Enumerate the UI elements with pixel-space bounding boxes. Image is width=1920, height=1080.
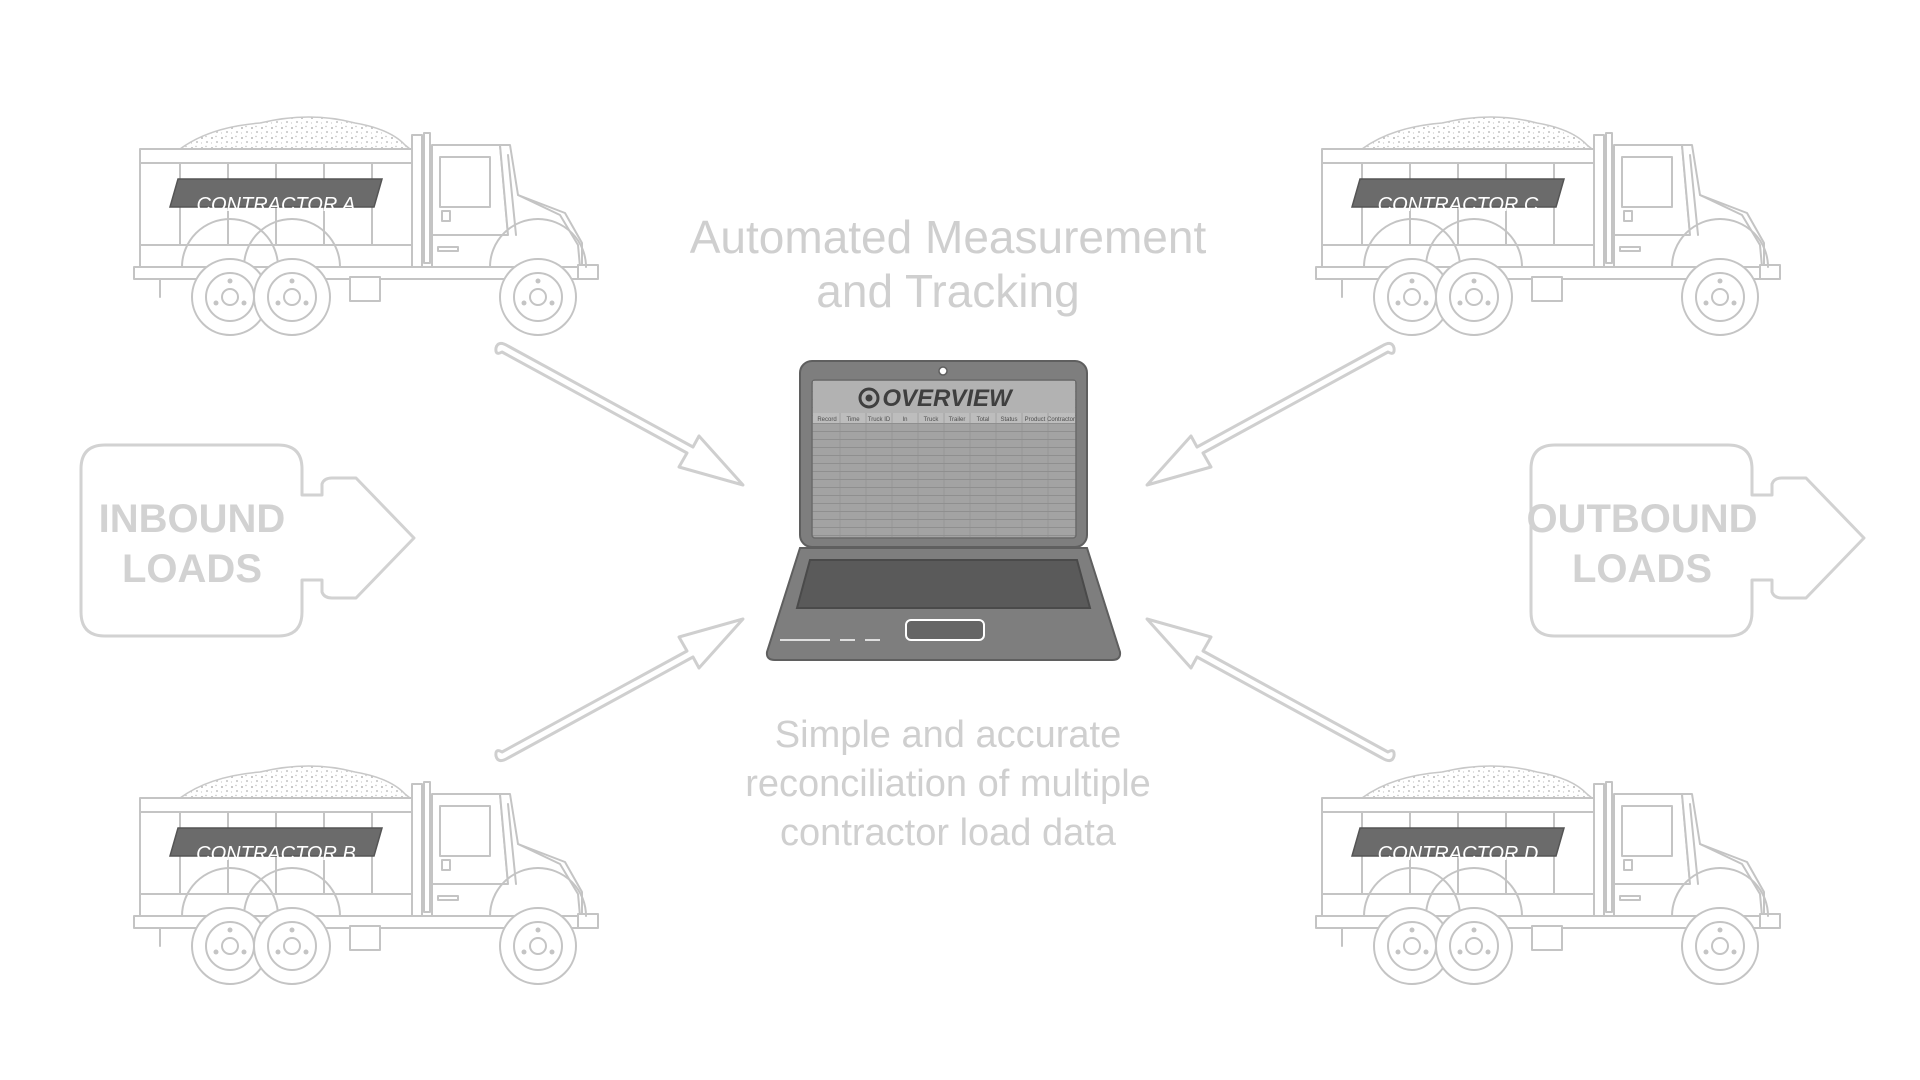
truck-label-contractor-b: CONTRACTOR B (196, 843, 356, 865)
screen-column-header: Truck ID (868, 417, 891, 423)
screen-column-header: Contractor (1047, 417, 1075, 423)
outbound-label-line-2: LOADS (1572, 547, 1712, 591)
outbound-tag-shape (1529, 443, 1866, 638)
headline-line-2: and Tracking (816, 265, 1079, 317)
screen-column-header: Trailer (949, 417, 966, 423)
outbound-label-line-1: OUTBOUND (1526, 497, 1757, 541)
truck-contractor-b: CONTRACTOR B (133, 765, 599, 985)
caption-line-3: contractor load data (780, 812, 1117, 854)
arrow-from-contractor-c (1145, 341, 1396, 487)
truck-contractor-c: CONTRACTOR C (1315, 116, 1781, 336)
arrow-from-contractor-d (1145, 617, 1396, 763)
inbound-label-line-2: LOADS (122, 547, 262, 591)
arrow-from-contractor-a (494, 341, 745, 487)
screen-column-header: Time (846, 417, 860, 423)
screen-table-columns: Record Time Truck ID In Truck Trailer Total Sta… (817, 413, 1075, 537)
inbound-label-line-1: INBOUND (99, 497, 286, 541)
headline-line-1: Automated Measurement (690, 211, 1207, 263)
truck-contractor-d: CONTRACTOR D (1315, 765, 1781, 985)
inbound-tag-shape (79, 443, 416, 638)
screen-column-header: Product (1025, 417, 1046, 423)
webcam-icon (938, 366, 948, 376)
screen-column-header: In (902, 417, 907, 423)
laptop-keyboard (795, 559, 1092, 609)
caption-line-1: Simple and accurate (775, 714, 1121, 756)
screen-column-header: Truck (924, 417, 940, 423)
screen-column-header: Status (1000, 417, 1017, 423)
arrow-from-contractor-b (494, 617, 745, 763)
truck-label-contractor-d: CONTRACTOR D (1378, 843, 1539, 865)
truck-contractor-a: CONTRACTOR A (133, 116, 599, 336)
laptop: OVERVIEW Record Time Truck ID In Truck Traile… (765, 360, 1122, 661)
overview-logo-text: OVERVIEW (882, 385, 1014, 412)
overview-logo-icon (858, 387, 880, 409)
inbound-loads-tag: INBOUND LOADS (79, 443, 416, 638)
truck-label-contractor-a: CONTRACTOR A (197, 194, 356, 216)
screen-column-header: Total (977, 417, 990, 423)
screen-column-header: Record (817, 417, 836, 423)
caption-line-2: reconciliation of multiple (745, 763, 1151, 805)
outbound-loads-tag: OUTBOUND LOADS (1526, 443, 1866, 638)
overview-logo: OVERVIEW (858, 385, 1014, 412)
truck-label-contractor-c: CONTRACTOR C (1378, 194, 1539, 216)
screen-header-bar (813, 381, 1075, 413)
laptop-trackpad (905, 619, 985, 641)
